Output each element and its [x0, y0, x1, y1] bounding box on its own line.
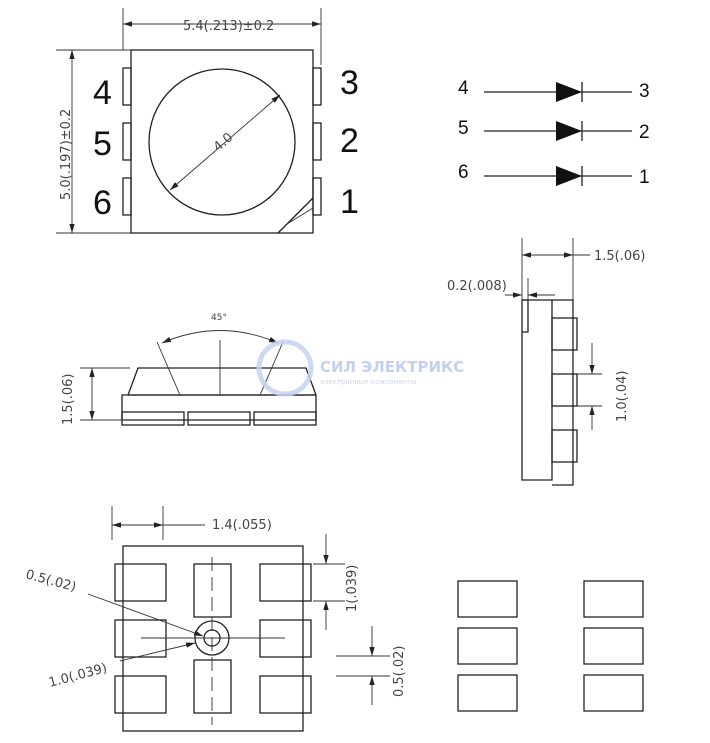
- bottom-view: 1.4(.055) 0.5(.02) 1.0(.039) 1(.039) 0.5…: [24, 506, 407, 732]
- diode-icon: [556, 166, 582, 186]
- pin-label-6: 6: [93, 184, 112, 222]
- end-width-dimension: 1.5(.06): [594, 249, 646, 264]
- gap-dimension: 0.5(.02): [392, 646, 407, 698]
- inner-circle-dimension: 0.5(.02): [24, 567, 78, 595]
- pin-label-1: 1: [340, 183, 359, 221]
- watermark-name: СИЛ ЭЛЕКТРИКС: [320, 358, 464, 376]
- width-dimension: 5.4(.213)±0.2: [183, 19, 274, 34]
- side-height-dimension: 1.5(.06): [61, 374, 76, 426]
- pin-label-5: 5: [93, 125, 112, 163]
- pad-dimension: 1.0(.04): [615, 371, 630, 423]
- watermark: СИЛ ЭЛЕКТРИКС электронные компоненты: [256, 339, 464, 397]
- solder-footprint: [457, 580, 644, 712]
- watermark-tagline: электронные компоненты: [320, 378, 417, 386]
- diode-row-4-3: 4 3: [458, 78, 650, 102]
- cathode-label: 2: [639, 122, 650, 143]
- top-view: 5.4(.213)±0.2 5.0(.197)±0.2 4.0 4 5 6 3 …: [56, 8, 359, 234]
- anode-label: 6: [458, 162, 469, 183]
- lens-circle: [148, 68, 296, 216]
- schematic: 4 3 5 2 6 1: [458, 78, 650, 188]
- pad-height-dimension: 1(.039): [345, 565, 360, 612]
- cathode-label: 1: [639, 167, 650, 188]
- height-dimension: 5.0(.197)±0.2: [59, 109, 74, 200]
- pad-width-dimension: 1.4(.055): [212, 518, 272, 533]
- anode-label: 5: [458, 118, 469, 139]
- end-view: 1.5(.06) 0.2(.008) 1.0(.04): [447, 238, 646, 486]
- pin-label-4: 4: [93, 74, 112, 112]
- anode-label: 4: [458, 78, 469, 99]
- polarity-chamfer: [277, 197, 314, 234]
- side-view: 45° 1.5(.06): [61, 313, 317, 426]
- cathode-label: 3: [639, 81, 650, 102]
- outer-circle-dimension: 1.0(.039): [47, 661, 109, 691]
- diode-row-5-2: 5 2: [458, 118, 650, 143]
- offset-dimension: 0.2(.008): [447, 279, 507, 294]
- diode-icon: [556, 82, 582, 102]
- diode-row-6-1: 6 1: [458, 162, 650, 188]
- watermark-logo-icon: [256, 339, 314, 397]
- pin-label-3: 3: [340, 64, 359, 102]
- pin-label-2: 2: [340, 122, 359, 160]
- diode-icon: [556, 121, 582, 141]
- angle-label: 45°: [211, 313, 227, 323]
